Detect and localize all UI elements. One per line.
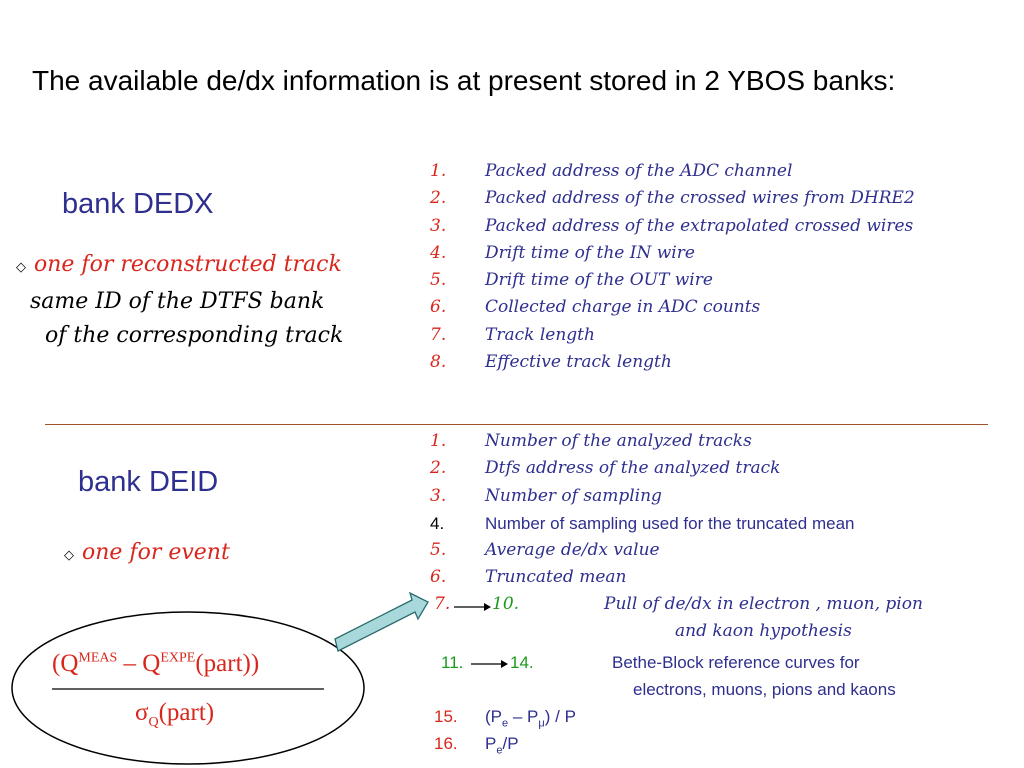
list-item: 2.Packed address of the crossed wires fr… <box>430 188 915 209</box>
dedx-bullet: ◇ one for reconstructed track <box>16 252 342 277</box>
item16-text: Pe/P <box>485 734 519 757</box>
item7-end: 10. <box>492 594 520 614</box>
dedx-bullet-text: one for reconstructed track <box>34 252 342 277</box>
bank-dedx-heading: bank DEDX <box>62 188 214 220</box>
list-item: 5.Average de/dx value <box>430 540 660 561</box>
item7-line2: and kaon hypothesis <box>675 621 852 641</box>
deid-bullet: ◇ one for event <box>64 540 230 565</box>
range-arrow-icon <box>454 603 491 611</box>
section-divider <box>45 424 988 425</box>
pointer-arrow-icon <box>334 591 429 652</box>
list-item: 4.Number of sampling used for the trunca… <box>430 513 855 533</box>
dedx-note-line2: of the corresponding track <box>45 323 344 348</box>
diamond-bullet-icon: ◇ <box>16 260 26 275</box>
list-item: 2.Dtfs address of the analyzed track <box>430 458 781 479</box>
deid-item-list: 1.Number of the analyzed tracks 2.Dtfs a… <box>430 428 854 592</box>
list-item: 8.Effective track length <box>430 352 672 373</box>
range-arrow-icon <box>471 660 508 668</box>
item16-num: 16. <box>434 734 458 753</box>
diamond-bullet-icon: ◇ <box>64 548 74 563</box>
page-title: The available de/dx information is at pr… <box>32 65 896 96</box>
item11-end: 14. <box>510 653 534 672</box>
list-item: 1.Packed address of the ADC channel <box>430 161 793 181</box>
item7-line1: Pull of de/dx in electron , muon, pion <box>604 594 923 614</box>
item11-start: 11. <box>441 653 464 672</box>
deid-bullet-text: one for event <box>82 540 230 565</box>
item15-num: 15. <box>434 707 458 726</box>
dedx-note-line1: same ID of the DTFS bank <box>30 289 325 314</box>
item7-start: 7. <box>434 594 451 614</box>
item11-line2: electrons, muons, pions and kaons <box>633 680 896 699</box>
item11-line1: Bethe-Block reference curves for <box>612 653 860 672</box>
list-item: 3.Packed address of the extrapolated cro… <box>430 215 914 236</box>
list-item: 1.Number of the analyzed tracks <box>430 431 752 451</box>
list-item: 6.Collected charge in ADC counts <box>430 297 761 318</box>
list-item: 4.Drift time of the IN wire <box>430 242 695 263</box>
bank-deid-heading: bank DEID <box>78 466 219 498</box>
formula-denominator: σQ(part) <box>135 699 215 730</box>
dedx-item-list: 1.Packed address of the ADC channel 2.Pac… <box>430 158 915 376</box>
list-item: 3.Number of sampling <box>430 485 662 506</box>
list-item: 5.Drift time of the OUT wire <box>430 270 713 291</box>
item15-text: (Pe – Pμ) / P <box>485 707 576 730</box>
formula-numerator: (QMEAS – QEXPE(part)) <box>52 650 260 677</box>
list-item: 7.Track length <box>430 324 595 345</box>
formula-ellipse <box>11 591 429 765</box>
list-item: 6.Truncated mean <box>430 567 627 588</box>
